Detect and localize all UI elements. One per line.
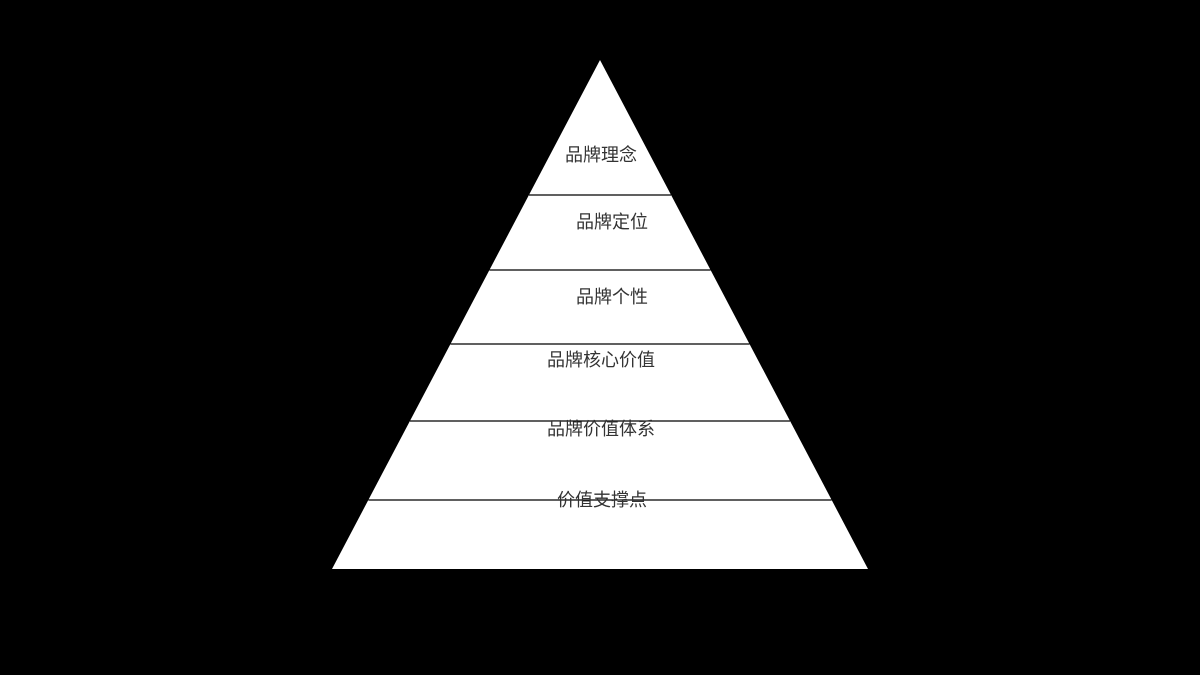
- level-label-brand-core-value: 品牌核心价值: [547, 350, 655, 371]
- level-label-value-support-points: 价值支撑点: [557, 490, 647, 511]
- level-label-brand-positioning: 品牌定位: [576, 212, 648, 233]
- pyramid-shape: [332, 60, 868, 569]
- level-label-brand-philosophy: 品牌理念: [565, 145, 637, 166]
- pyramid-dividers: [368, 194, 832, 501]
- level-label-brand-personality: 品牌个性: [576, 287, 648, 308]
- level-label-brand-value-system: 品牌价值体系: [547, 419, 655, 440]
